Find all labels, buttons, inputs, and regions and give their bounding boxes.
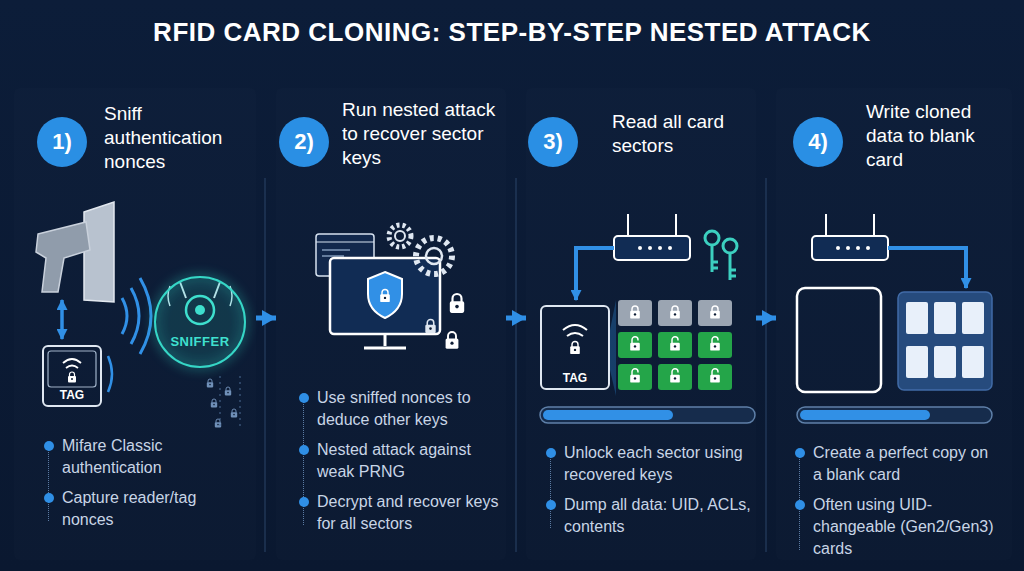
sniffer-outline	[155, 277, 245, 367]
tag-label: TAG	[44, 388, 100, 402]
step-arrow	[256, 316, 276, 321]
step-number-text: 2)	[278, 116, 330, 168]
bullet-text: Nested attack against weak PRNG	[299, 439, 499, 483]
step-number: 4)	[792, 116, 844, 168]
bullet-list: Use sniffed nonces to deduce other keysN…	[299, 387, 499, 543]
step-heading: Run nested attack to recover sector keys	[342, 98, 504, 170]
bullet-text: Dump all data: UID, ACLs, contents	[546, 494, 751, 538]
step-arrow	[506, 316, 526, 321]
diagram-title: RFID CARD CLONING: STEP-BY-STEP NESTED A…	[0, 16, 1024, 48]
bullet-text: Often using UID-changeable (Gen2/Gen3) c…	[795, 494, 1000, 560]
rfid-tag: TAG	[540, 305, 610, 390]
step-heading: Read all card sectors	[612, 110, 737, 158]
number-circle	[528, 117, 578, 167]
step-heading: Write cloned data to blank card	[866, 100, 1006, 172]
step-number-text: 4)	[792, 116, 844, 168]
column-separator	[265, 178, 266, 552]
step-arrow	[756, 316, 776, 321]
number-circle	[279, 117, 329, 167]
rfid-tag: TAG	[42, 345, 102, 407]
bullet-text: Mifare Classic authentication	[44, 435, 244, 479]
step-number-text: 3)	[527, 116, 579, 168]
bullet-list: Create a perfect copy on a blank cardOft…	[795, 442, 1000, 568]
step-heading: Sniff authentication nonces	[104, 102, 254, 174]
column-separator	[516, 178, 517, 552]
step-number: 1)	[36, 116, 88, 168]
column-separator	[766, 178, 767, 552]
step-panel: 2)Run nested attack to recover sector ke…	[276, 88, 506, 560]
bullet-text: Create a perfect copy on a blank card	[795, 442, 1000, 486]
step-panel: 4) Write cloned data to blank cardCreate …	[776, 88, 1012, 560]
sniffer-label: SNIFFER	[152, 334, 248, 349]
number-circle	[793, 117, 843, 167]
tag-label: TAG	[542, 371, 608, 385]
sniffer-circle: SNIFFER	[152, 274, 248, 370]
bullet-list: Unlock each sector using recovered keysD…	[546, 442, 751, 546]
bullet-text: Unlock each sector using recovered keys	[546, 442, 751, 486]
step-panel: 3) TAG Read all card sectorsUnlock each se…	[526, 88, 756, 560]
bullet-text: Decrypt and recover keys for all sectors	[299, 491, 499, 535]
step-panel: 1) TAG SNIFFER Sniff authentication noncesM…	[14, 88, 256, 560]
number-circle	[37, 117, 87, 167]
step-number: 2)	[278, 116, 330, 168]
bullet-list: Mifare Classic authenticationCapture rea…	[44, 435, 244, 539]
step-number: 3)	[527, 116, 579, 168]
step-number-text: 1)	[36, 116, 88, 168]
bullet-text: Capture reader/tag nonces	[44, 487, 244, 531]
sniffer-outline	[152, 274, 248, 370]
bullet-text: Use sniffed nonces to deduce other keys	[299, 387, 499, 431]
